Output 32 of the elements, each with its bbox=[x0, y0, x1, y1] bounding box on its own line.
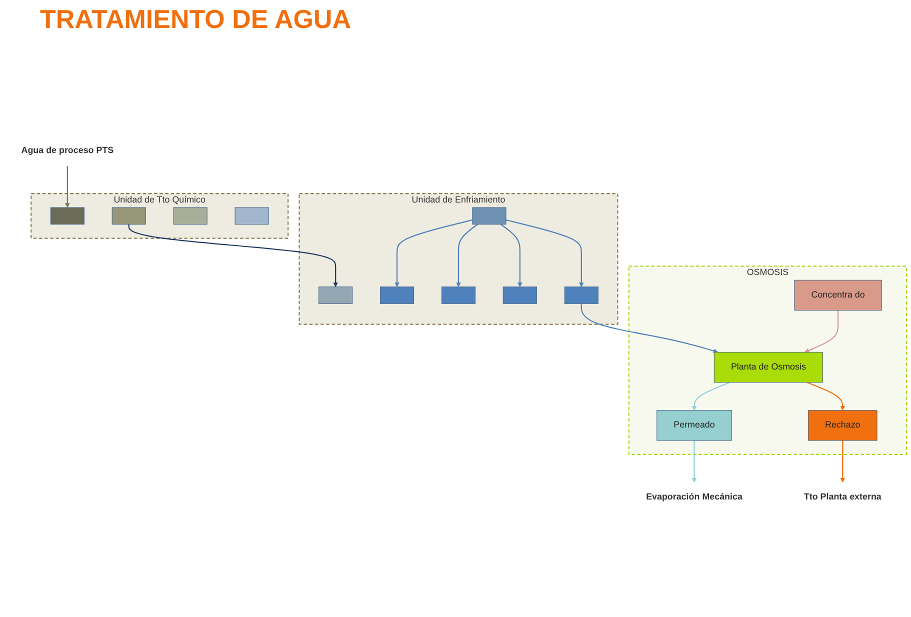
arrow bbox=[500, 224, 522, 288]
arrow bbox=[692, 382, 730, 411]
arrow bbox=[506, 219, 584, 288]
node-box: Planta de Osmosis bbox=[714, 352, 823, 383]
arrow bbox=[692, 440, 697, 483]
diagram-title: TRATAMIENTO DE AGUA bbox=[40, 4, 352, 35]
arrow bbox=[64, 166, 70, 208]
node-box bbox=[472, 207, 506, 225]
arrow bbox=[456, 224, 478, 288]
node-box bbox=[380, 286, 414, 304]
arrow bbox=[394, 219, 473, 288]
cluster: Unidad de Tto Químico bbox=[30, 193, 289, 239]
node-box bbox=[112, 207, 146, 225]
node-box bbox=[502, 286, 537, 304]
arrow bbox=[128, 224, 338, 288]
cluster: Unidad de Enfriamiento bbox=[298, 193, 618, 325]
node-box: Concentra do bbox=[794, 280, 882, 311]
node-box: Rechazo bbox=[808, 410, 878, 441]
node-text: Tto Planta externa bbox=[804, 492, 882, 502]
node-box bbox=[50, 207, 84, 225]
node-text: Evaporación Mecánica bbox=[646, 492, 742, 502]
node-box bbox=[318, 286, 353, 304]
node-box bbox=[234, 207, 269, 225]
arrow bbox=[806, 382, 846, 411]
arrow bbox=[804, 310, 839, 353]
node-box: Permeado bbox=[656, 410, 732, 441]
node-text: Agua de proceso PTS bbox=[21, 146, 114, 156]
arrow bbox=[580, 304, 718, 354]
node-box bbox=[564, 286, 598, 304]
node-box bbox=[173, 207, 208, 225]
arrow bbox=[840, 440, 846, 483]
node-box bbox=[441, 286, 476, 304]
